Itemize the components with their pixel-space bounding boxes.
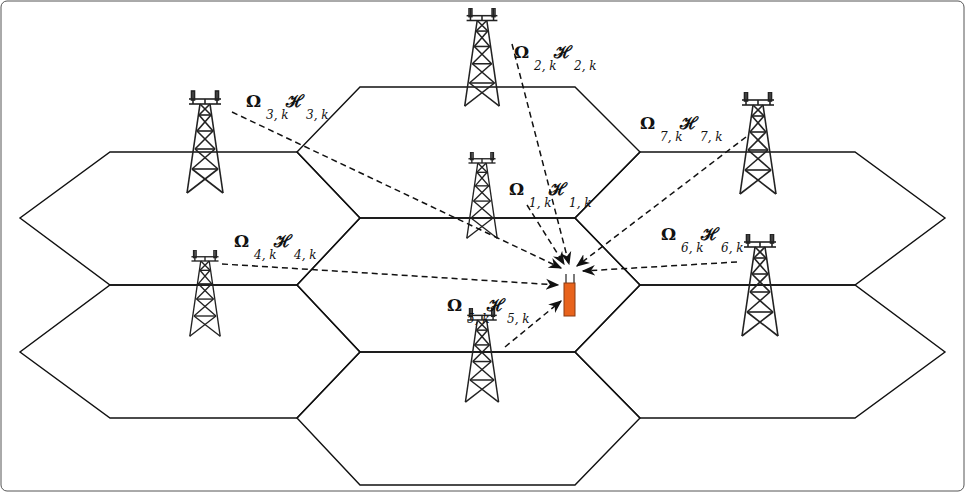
channel-symbol: ℋ	[549, 181, 567, 198]
channel-subscript: 6, k	[681, 242, 704, 254]
channel-symbol: ℋ	[274, 233, 292, 250]
channel-subscript: 7, k	[700, 131, 723, 143]
channel-symbol: ℋ	[286, 93, 304, 110]
user-equipment	[564, 274, 575, 316]
channel-symbol: Ω	[234, 233, 249, 250]
channel-subscript: 5, k	[507, 313, 530, 325]
channel-symbol: ℋ	[680, 115, 698, 132]
channel-subscript: 7, k	[660, 131, 683, 143]
channel-subscript: 2, k	[534, 60, 557, 72]
channel-symbol: Ω	[447, 297, 462, 314]
channel-subscript: 3, k	[266, 109, 289, 121]
hexagon-cells	[20, 87, 945, 485]
channel-subscript: 5, k	[467, 313, 490, 325]
channel-symbol: Ω	[246, 93, 261, 110]
channel-subscript: 3, k	[306, 109, 329, 121]
channel-symbol: Ω	[640, 115, 655, 132]
channel-symbol: ℋ	[701, 226, 719, 243]
channel-subscript: 1, k	[529, 197, 552, 209]
channel-links	[222, 44, 746, 347]
base-stations	[187, 8, 778, 402]
channel-subscript: 4, k	[294, 249, 317, 261]
channel-subscript: 4, k	[254, 249, 277, 261]
channel-subscript: 2, k	[574, 60, 597, 72]
channel-subscript: 6, k	[721, 242, 744, 254]
channel-symbol: Ω	[509, 181, 524, 198]
channel-symbol: Ω	[514, 44, 529, 61]
channel-symbol: ℋ	[487, 297, 505, 314]
channel-symbol: Ω	[661, 226, 676, 243]
channel-subscript: 1, k	[569, 197, 592, 209]
channel-symbol: ℋ	[554, 44, 572, 61]
